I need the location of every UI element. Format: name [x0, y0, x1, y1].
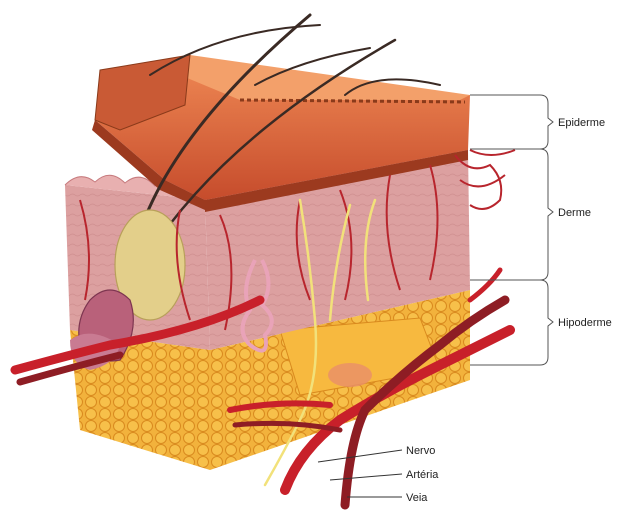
epiderme-label: Epiderme	[558, 117, 605, 129]
layer-braces	[470, 95, 553, 365]
epiderme-brace	[470, 95, 553, 149]
fat-lobule-core	[328, 363, 372, 387]
arteria-label: Artéria	[406, 469, 439, 481]
derme-label: Derme	[558, 207, 591, 219]
nervo-leader-line	[318, 450, 402, 462]
hipoderme-label: Hipoderme	[558, 317, 612, 329]
vessel-leader-lines	[318, 450, 402, 497]
veia-label: Veia	[406, 492, 428, 504]
arteria-leader-line	[330, 474, 402, 480]
nervo-label: Nervo	[406, 445, 435, 457]
